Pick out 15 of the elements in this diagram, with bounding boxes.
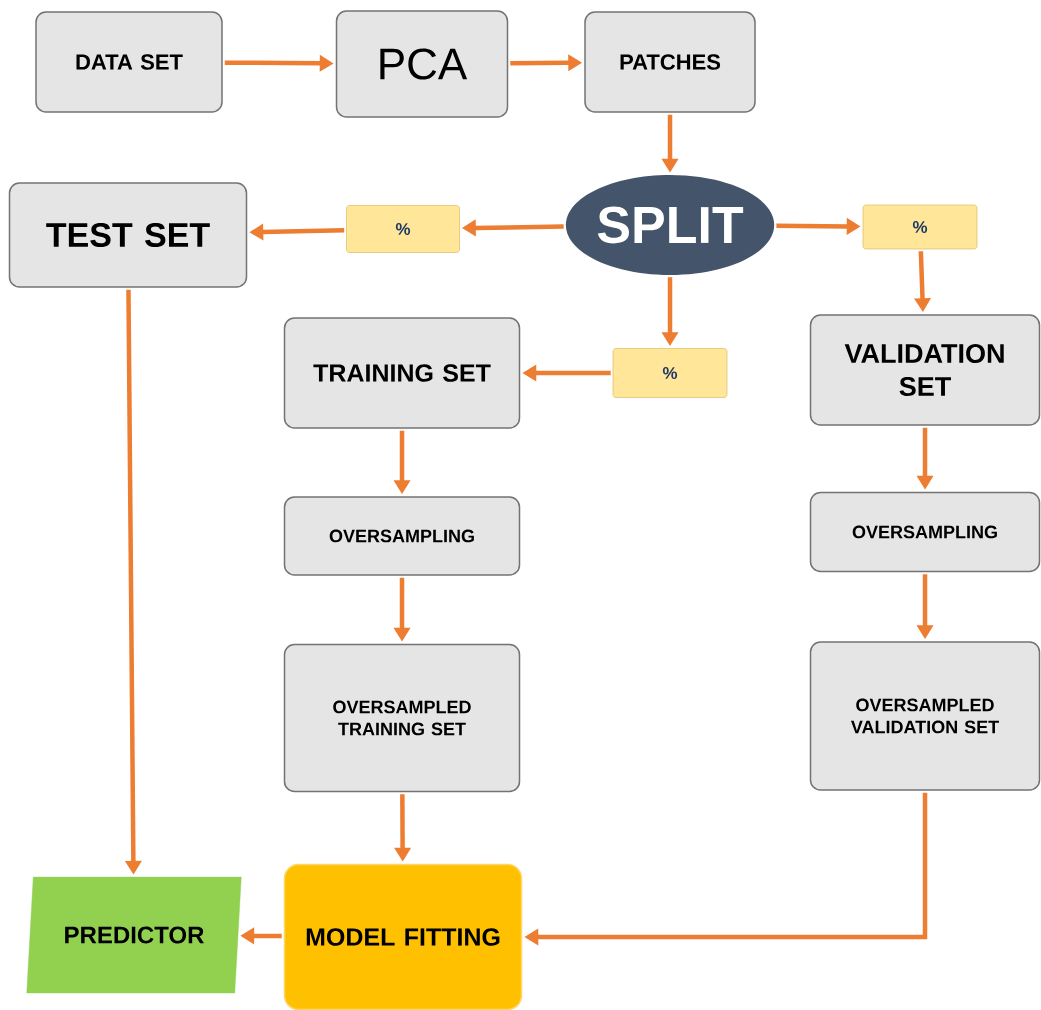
process-box: VALIDATION SET [809, 314, 1041, 426]
process-box: OVERSAMPLING [809, 491, 1041, 573]
process-box: PCA [335, 10, 509, 118]
process-box: OVERSAMPLED TRAINING SET [283, 643, 521, 793]
process-box: OVERSAMPLING [283, 496, 521, 576]
process-box: TEST SET [8, 182, 248, 288]
process-box: DATA SET [35, 11, 223, 113]
process-box: PATCHES [584, 11, 756, 113]
percent-box: % [862, 204, 978, 250]
process-box: TRAINING SET [283, 317, 521, 429]
process-box: MODEL FITTING [283, 863, 523, 1010]
percent-box: % [612, 348, 728, 398]
percent-box: % [346, 205, 460, 253]
process-box: OVERSAMPLED VALIDATION SET [809, 641, 1041, 791]
output-parallelogram: PREDICTOR [26, 876, 242, 994]
